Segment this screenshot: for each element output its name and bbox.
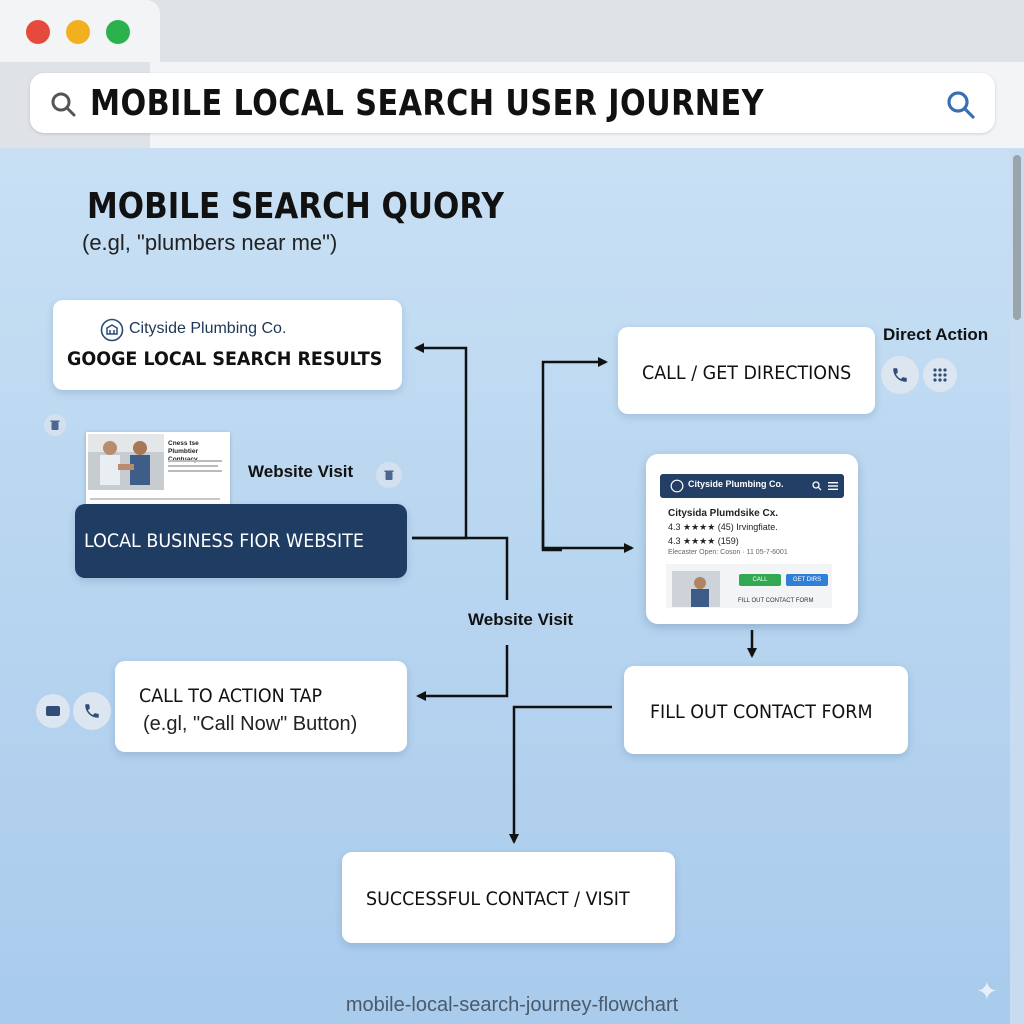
node-business-website-label: LOCAL BUSINESS FIOR WEBSITE (84, 530, 364, 552)
mobile-form-label: FILL OUT CONTACT FORM (738, 598, 814, 604)
trash-icon (44, 414, 66, 436)
arrow-to-success (509, 705, 612, 844)
dialpad-icon (923, 358, 957, 392)
mobile-meta: Elecaster Open: Coson · 11 05-7-6001 (668, 549, 788, 556)
business-logo-icon (100, 318, 124, 342)
page-title: MOBILE LOCAL SEARCH USER JOURNEY (90, 83, 764, 124)
message-icon (36, 694, 70, 728)
edge-label-website-visit: Website Visit (248, 462, 354, 481)
node-cta-tap[interactable]: CALL TO ACTION TAP (e.gl, "Call Now" But… (115, 661, 407, 752)
node-success[interactable]: SUCCESSFUL CONTACT / VISIT (342, 852, 675, 943)
image-caption: mobile-local-search-journey-flowchart (345, 994, 679, 1016)
trash-icon (376, 462, 402, 488)
scrollbar-track[interactable] (1010, 150, 1024, 1024)
mobile-call-button[interactable]: CALL (739, 574, 781, 586)
maximize-window-button[interactable] (106, 20, 130, 44)
edge-label-direct-action: Direct Action (883, 325, 989, 344)
thumbnail-heading: Cness tse Plumbtier Contuacy (168, 440, 199, 463)
arrow-to-call (541, 357, 608, 552)
node-call-directions[interactable]: CALL / GET DIRECTIONS (618, 327, 875, 414)
arrow-website-down (412, 536, 509, 600)
arrow-to-cta (416, 645, 509, 701)
node-call-directions-label: CALL / GET DIRECTIONS (642, 362, 852, 384)
mobile-site-preview: Cityside Plumbing Co. Citysida Plumdsike… (646, 454, 858, 624)
search-icon (812, 481, 822, 491)
arrow-website-to-results (412, 343, 468, 540)
plumber-photo-icon (672, 571, 720, 607)
business-name: Cityside Plumbing Co. (129, 320, 287, 337)
search-bar[interactable]: MOBILE LOCAL SEARCH USER JOURNEY (30, 73, 995, 133)
mobile-business-name: Citysida Plumdsike Cx. (668, 508, 779, 519)
menu-icon (828, 482, 838, 490)
mobile-site-header: Cityside Plumbing Co. (660, 474, 844, 498)
mobile-rating-2: 4.3 ★★★★ (159) (668, 536, 739, 546)
edge-label-website-visit-2: Website Visit (468, 610, 574, 629)
phone-icon (73, 692, 111, 730)
scrollbar-thumb[interactable] (1013, 155, 1021, 320)
node-google-results[interactable]: Cityside Plumbing Co. GOOGE LOCAL SEARCH… (53, 300, 402, 390)
node-success-label: SUCCESSFUL CONTACT / VISIT (366, 888, 630, 910)
arrow-to-mobile-site (541, 520, 634, 553)
mobile-rating-1: 4.3 ★★★★ (45) Irvingfiate. (668, 522, 778, 532)
website-thumbnail: Cness tse Plumbtier Contuacy (86, 432, 230, 504)
diagram-subheading: (e.gl, "plumbers near me") (82, 230, 338, 255)
minimize-window-button[interactable] (66, 20, 90, 44)
node-fill-form[interactable]: FILL OUT CONTACT FORM (624, 666, 908, 754)
close-window-button[interactable] (26, 20, 50, 44)
mobile-site-header-title: Cityside Plumbing Co. (688, 479, 784, 489)
search-submit-icon[interactable] (946, 90, 976, 120)
diagram-heading: MOBILE SEARCH QUORY (87, 186, 504, 227)
node-cta-tap-label: CALL TO ACTION TAP (139, 685, 323, 707)
business-logo-icon (670, 479, 684, 493)
mobile-directions-button[interactable]: GET DIRS (786, 574, 828, 586)
node-google-results-label: GOOGE LOCAL SEARCH RESULTS (67, 348, 383, 370)
handshake-photo-icon (88, 434, 164, 490)
search-icon (51, 92, 76, 117)
node-business-website[interactable]: LOCAL BUSINESS FIOR WEBSITE (75, 504, 407, 578)
node-cta-tap-sublabel: (e.gl, "Call Now" Button) (143, 713, 358, 735)
phone-icon (881, 356, 919, 394)
sparkle-icon: ✦ (976, 976, 998, 1006)
node-fill-form-label: FILL OUT CONTACT FORM (650, 701, 873, 723)
